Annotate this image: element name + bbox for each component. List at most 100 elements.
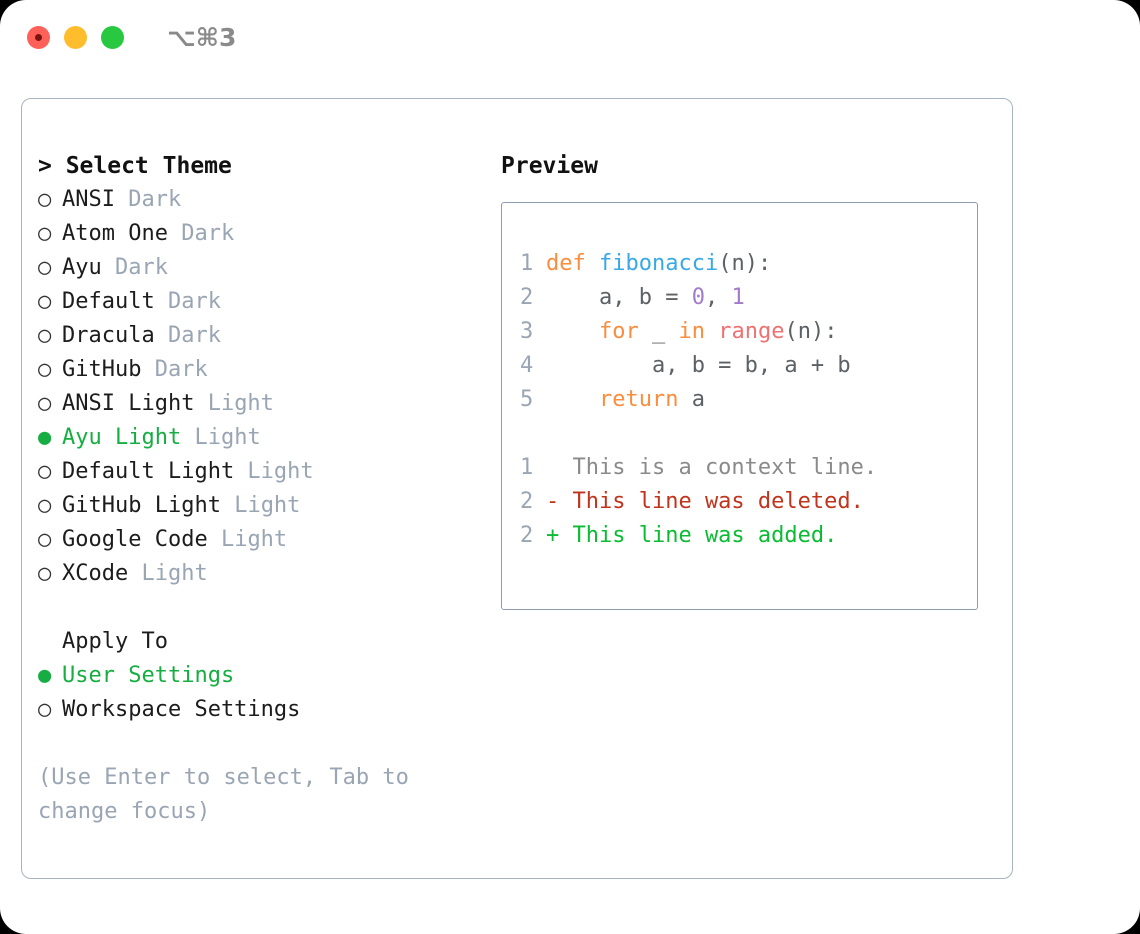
radio-unselected-icon: ○ xyxy=(38,697,52,722)
title-bar: ⌥⌘3 xyxy=(0,0,1140,78)
code-token-plain: a xyxy=(678,387,705,412)
theme-option-7[interactable]: ● Ayu Light Light xyxy=(38,421,478,455)
theme-name-label: XCode xyxy=(62,561,129,586)
theme-variant-label: Light xyxy=(128,561,208,586)
theme-name-label: Ayu Light xyxy=(62,425,182,450)
theme-option-8[interactable]: ○ Default Light Light xyxy=(38,455,478,489)
radio-unselected-icon: ○ xyxy=(38,493,52,518)
code-token-plain xyxy=(546,387,599,412)
theme-selector-column: > Select Theme ○ANSI Dark○Atom One Dark○… xyxy=(38,149,478,829)
theme-option-11[interactable]: ○ XCode Light xyxy=(38,557,478,591)
maximize-button-icon[interactable] xyxy=(101,26,124,49)
line-number: 1 xyxy=(520,251,534,276)
theme-option-9[interactable]: ○ GitHub Light Light xyxy=(38,489,478,523)
theme-name-label: ANSI Light xyxy=(62,391,195,416)
code-line-3: 3 for _ in range(n): xyxy=(520,315,977,349)
line-number: 2 xyxy=(520,489,534,514)
minimize-button-icon[interactable] xyxy=(64,26,87,49)
code-token-plain: (n): xyxy=(784,319,838,344)
theme-variant-label: Dark xyxy=(101,255,168,280)
apply-to-label: User Settings xyxy=(62,663,235,688)
theme-variant-label: Dark xyxy=(141,357,208,382)
theme-option-2[interactable]: ○Ayu Dark xyxy=(38,251,478,285)
apply-to-option-1[interactable]: ○Workspace Settings xyxy=(38,693,478,727)
code-token-plain: a, b = b, a + b xyxy=(546,353,851,378)
line-number: 5 xyxy=(520,387,534,412)
code-line-2: 2 a, b = 0, 1 xyxy=(520,281,977,315)
line-number: 2 xyxy=(520,523,534,548)
code-token-call: range xyxy=(718,319,785,344)
code-token-plain: _ xyxy=(638,319,679,344)
keyboard-hint-text: (Use Enter to select, Tab to change focu… xyxy=(38,765,423,824)
code-token-kw: def xyxy=(546,251,599,276)
radio-unselected-icon: ○ xyxy=(38,391,52,416)
radio-unselected-icon: ○ xyxy=(38,527,52,552)
radio-unselected-icon: ○ xyxy=(38,221,52,246)
radio-unselected-icon: ○ xyxy=(38,561,52,586)
line-number: 2 xyxy=(520,285,534,310)
theme-name-label: Dracula xyxy=(62,323,155,348)
theme-variant-label: Light xyxy=(220,493,301,518)
code-token-plain: a, b = xyxy=(546,285,692,310)
diff-text-add: + This line was added. xyxy=(546,523,838,548)
theme-list: ○ANSI Dark○Atom One Dark○Ayu Dark○Defaul… xyxy=(38,183,478,591)
theme-name-label: Atom One xyxy=(62,221,168,246)
code-token-kw: in xyxy=(678,319,705,344)
code-spacer xyxy=(520,417,977,451)
theme-variant-label: Light xyxy=(234,459,314,484)
theme-name-label: GitHub xyxy=(62,357,142,382)
radio-selected-icon: ● xyxy=(38,425,52,450)
theme-name-label: Default Light xyxy=(62,459,235,484)
diff-line-0: 1 This is a context line. xyxy=(520,451,977,485)
diff-text-ctx: This is a context line. xyxy=(546,455,878,480)
theme-option-1[interactable]: ○ Atom One Dark xyxy=(38,217,478,251)
diff-sample: 1 This is a context line.2- This line wa… xyxy=(520,451,977,553)
theme-variant-label: Dark xyxy=(167,221,235,246)
theme-option-0[interactable]: ○ ANSI Dark xyxy=(38,183,478,217)
theme-variant-label: Light xyxy=(194,391,274,416)
line-number: 1 xyxy=(520,455,534,480)
radio-unselected-icon: ○ xyxy=(38,187,52,212)
theme-name-label: GitHub Light xyxy=(62,493,221,518)
apply-to-list: ● User Settings ○Workspace Settings xyxy=(38,659,478,727)
theme-option-5[interactable]: ○ GitHub Dark xyxy=(38,353,478,387)
code-line-5: 5 return a xyxy=(520,383,977,417)
radio-unselected-icon: ○ xyxy=(38,323,52,348)
theme-variant-label: Dark xyxy=(114,187,182,212)
theme-variant-label: Dark xyxy=(154,323,221,348)
preview-heading: Preview xyxy=(501,153,598,179)
line-number: 3 xyxy=(520,319,534,344)
theme-name-label: ANSI xyxy=(62,187,115,212)
code-token-plain xyxy=(546,319,599,344)
traffic-lights xyxy=(27,26,124,49)
code-token-kw: return xyxy=(598,387,679,412)
theme-variant-label: Light xyxy=(207,527,288,552)
code-token-plain: (n): xyxy=(718,251,772,276)
theme-name-label: Google Code xyxy=(62,527,208,552)
theme-variant-label: Light xyxy=(181,425,261,450)
radio-unselected-icon: ○ xyxy=(38,357,52,382)
theme-option-3[interactable]: ○Default Dark xyxy=(38,285,478,319)
diff-line-2: 2 + This line was added. xyxy=(520,519,977,553)
radio-selected-icon: ● xyxy=(38,663,52,688)
theme-name-label: Default xyxy=(62,289,155,314)
apply-to-option-0[interactable]: ● User Settings xyxy=(38,659,478,693)
apply-to-section: Apply To ● User Settings ○Workspace Settin… xyxy=(38,625,478,727)
theme-option-4[interactable]: ○ Dracula Dark xyxy=(38,319,478,353)
close-button-icon[interactable] xyxy=(27,26,50,49)
apply-to-heading: Apply To xyxy=(62,629,168,654)
theme-option-10[interactable]: ○ Google Code Light xyxy=(38,523,478,557)
line-number: 4 xyxy=(520,353,534,378)
radio-unselected-icon: ○ xyxy=(38,459,52,484)
theme-option-6[interactable]: ○ ANSI Light Light xyxy=(38,387,478,421)
code-token-plain: , xyxy=(704,285,732,310)
code-token-kw: for xyxy=(598,319,639,344)
radio-unselected-icon: ○ xyxy=(38,255,52,280)
code-token-num: 0 xyxy=(691,285,705,310)
diff-line-1: 2- This line was deleted. xyxy=(520,485,977,519)
